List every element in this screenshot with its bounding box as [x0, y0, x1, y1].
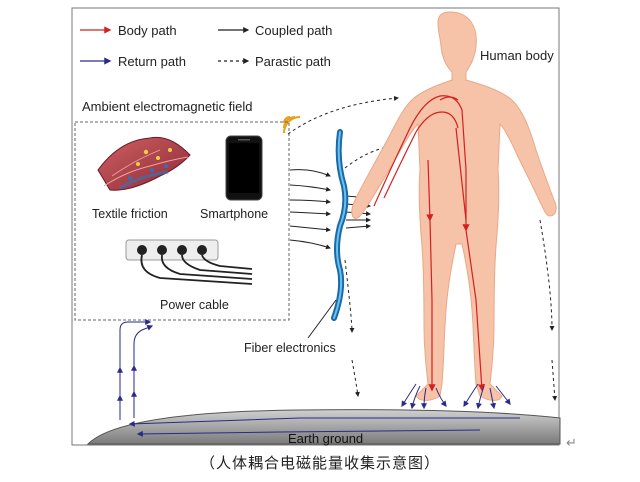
- return-path-arrows-feet: [401, 383, 511, 410]
- ambient-field-label: Ambient electromagnetic field: [82, 99, 253, 114]
- smartphone-label: Smartphone: [200, 207, 268, 221]
- ambient-field-box: [74, 121, 290, 321]
- human-body-label: Human body: [480, 48, 554, 63]
- wireless-signal-icon: [283, 116, 301, 134]
- power-cable-label: Power cable: [160, 298, 229, 312]
- human-body-figure: [351, 11, 557, 401]
- earth-ground-label: Earth ground: [288, 431, 363, 446]
- figure-caption: （人体耦合电磁能量收集示意图）: [199, 454, 440, 472]
- legend: Body path Coupled path Return path Paras…: [80, 23, 332, 69]
- power-strip-icon: [125, 239, 253, 285]
- coupled-path-arrows: [289, 169, 331, 250]
- body-path-arrows: [373, 95, 486, 392]
- fiber-electronics-label: Fiber electronics: [244, 341, 336, 355]
- return-path-arrows-left: [117, 319, 154, 420]
- legend-coupled-path-label: Coupled path: [255, 23, 332, 38]
- outer-frame: [71, 7, 560, 446]
- return-path-ground-arrows: [128, 417, 520, 437]
- textile-friction-label: Textile friction: [92, 207, 168, 221]
- legend-return-path-label: Return path: [118, 54, 186, 69]
- return-mark-right: ↵: [566, 435, 577, 450]
- legend-body-path-label: Body path: [118, 23, 177, 38]
- smartphone-icon: [225, 135, 263, 201]
- textile-friction-illustration: [97, 136, 191, 191]
- legend-parastic-path-label: Parastic path: [255, 54, 331, 69]
- fiber-electronics-leader: [307, 299, 337, 339]
